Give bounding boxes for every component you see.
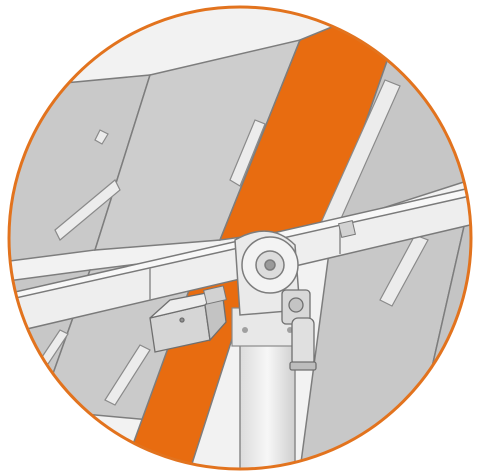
- clamp: [203, 285, 227, 305]
- clamps: [203, 220, 356, 305]
- box-screw: [179, 317, 185, 323]
- rails: [39, 79, 429, 406]
- rail: [94, 129, 109, 145]
- rail: [54, 179, 121, 241]
- support-post: [231, 299, 303, 469]
- motor-cap: [289, 361, 317, 371]
- hub-center: [264, 259, 276, 271]
- motor-gearbox-icon: [281, 289, 317, 371]
- rail: [379, 234, 429, 307]
- rail: [104, 344, 151, 406]
- motor-body: [291, 317, 315, 367]
- bolt: [242, 327, 248, 333]
- frame-ring: [7, 5, 473, 471]
- gear: [288, 297, 304, 313]
- clamp: [338, 220, 356, 238]
- rail: [229, 119, 266, 187]
